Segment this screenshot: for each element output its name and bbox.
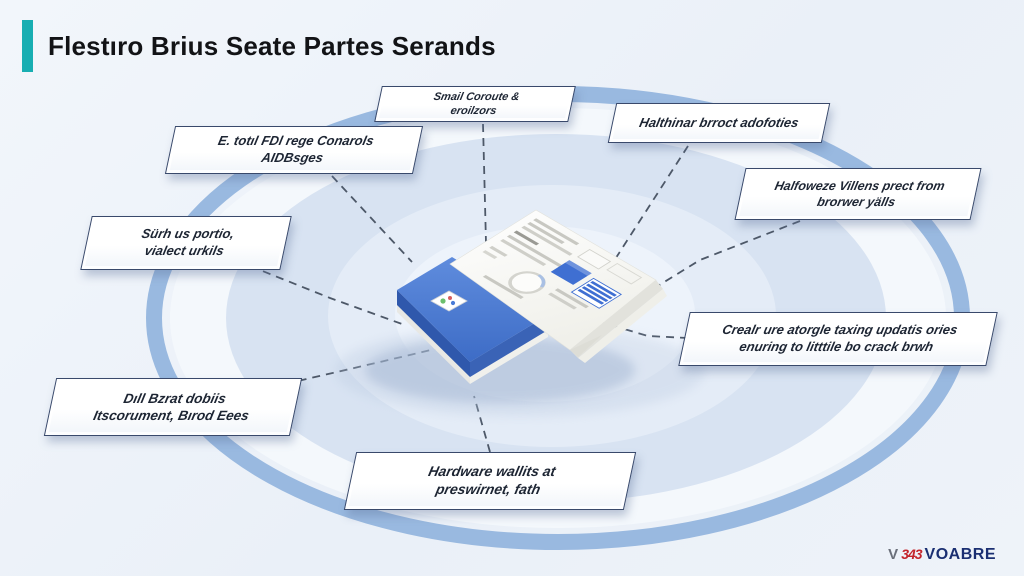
book-cover bbox=[397, 257, 548, 384]
node-label: Dıll Bzrat dobiis bbox=[122, 390, 228, 406]
node-bottom-left: Dıll Bzrat dobiis Itscorument, Bırod Eee… bbox=[43, 378, 303, 436]
node-label: Sürh us portio, bbox=[140, 226, 236, 242]
node-top-center: Smail Coroute & eroilzors bbox=[374, 86, 576, 123]
connector-line bbox=[249, 265, 403, 325]
node-label: AIDBsges bbox=[260, 150, 325, 165]
node-label: Halfoweze Villens prect from bbox=[773, 179, 947, 193]
cover-app-icon bbox=[430, 290, 468, 312]
node-label: Crealr ure atorgle taxing updatis ories bbox=[720, 322, 959, 338]
node-label: vialect urkils bbox=[143, 243, 226, 258]
node-bottom-center: Hardware wallits at preswirnet, fath bbox=[343, 452, 637, 510]
book-open-page bbox=[449, 209, 667, 363]
node-top-left: E. totıl FDl rege Conarols AIDBsges bbox=[164, 126, 424, 174]
logo-name: VOABRE bbox=[924, 546, 996, 563]
page-content bbox=[482, 218, 643, 310]
node-top-right: Halthinar brroct adofoties bbox=[607, 103, 831, 143]
page-image-placeholder bbox=[550, 260, 592, 285]
connector-line bbox=[482, 123, 487, 244]
page-table bbox=[570, 277, 623, 309]
brand-logo: V 343 VOABRE bbox=[888, 546, 996, 564]
node-right-upper: Halfoweze Villens prect from brorwer yäl… bbox=[734, 168, 982, 220]
book-illustration bbox=[335, 209, 705, 417]
node-label: brorwer yälls bbox=[815, 195, 897, 209]
page-title: Flestıro Brius Seate Partes Serands bbox=[48, 30, 496, 61]
node-label: eroilzors bbox=[449, 105, 498, 118]
node-label: preswirnet, fath bbox=[434, 481, 543, 497]
node-label: Halthinar brroct adofoties bbox=[638, 114, 801, 130]
logo-mark-red: 343 bbox=[901, 546, 922, 562]
node-label: enuring to litttile bo crack brwh bbox=[738, 339, 935, 354]
node-left: Sürh us portio, vialect urkils bbox=[80, 216, 292, 270]
node-label: Smail Coroute & bbox=[432, 91, 521, 103]
header: Flestıro Brius Seate Partes Serands bbox=[22, 20, 496, 72]
connector-line bbox=[331, 175, 413, 263]
title-accent-bar bbox=[22, 20, 33, 72]
node-right-lower: Crealr ure atorgle taxing updatis ories … bbox=[678, 312, 998, 366]
connector-line bbox=[647, 220, 801, 293]
logo-mark-icon: V bbox=[888, 546, 899, 563]
book-shadow-inner bbox=[365, 337, 635, 403]
node-label: Itscorument, Bırod Eees bbox=[91, 408, 251, 423]
connector-line bbox=[611, 145, 689, 265]
page-curl bbox=[570, 335, 602, 357]
node-label: Hardware wallits at bbox=[426, 463, 558, 480]
node-label: E. totıl FDl rege Conarols bbox=[216, 133, 376, 149]
